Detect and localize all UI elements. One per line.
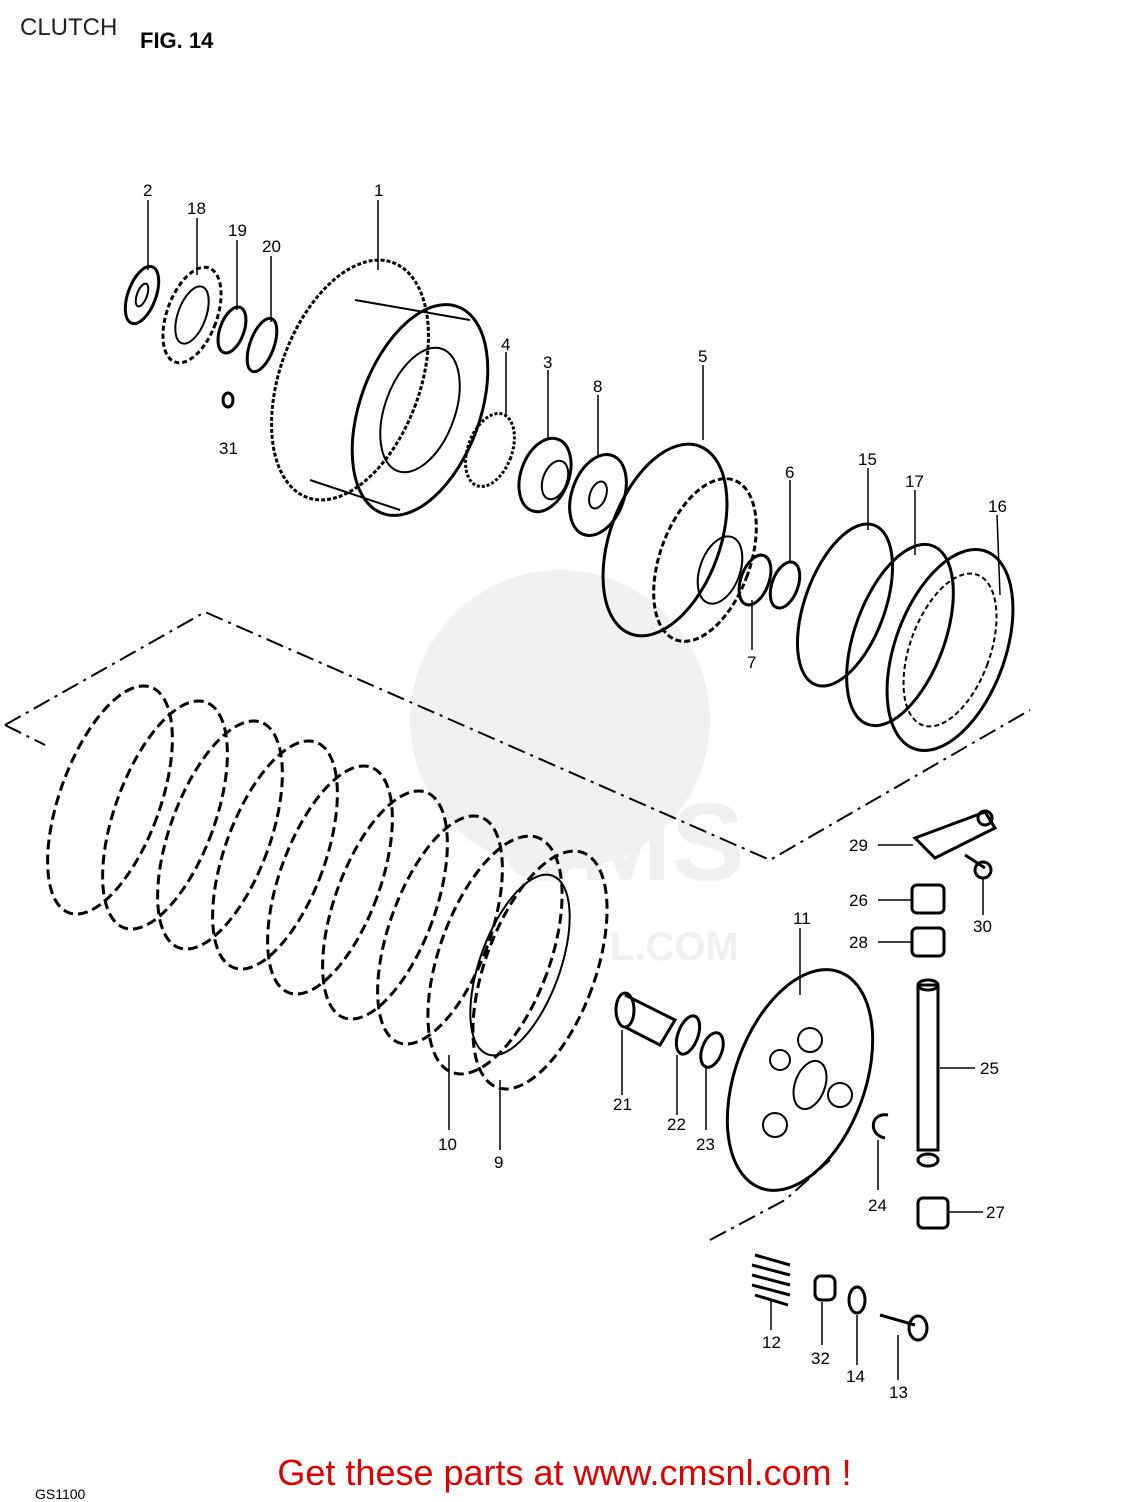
callout-19: 19 — [228, 221, 247, 240]
page-title: CLUTCH — [20, 14, 118, 41]
callout-25: 25 — [980, 1059, 999, 1078]
part-27-bearing — [916, 1196, 950, 1230]
part-18-sprocket — [161, 265, 223, 365]
part-11-pressure-plate — [725, 968, 875, 1192]
part-14-washer — [847, 1285, 867, 1315]
callout-2: 2 — [143, 181, 152, 200]
part-24-circlip — [871, 1113, 889, 1140]
callout-21: 21 — [613, 1095, 632, 1114]
callout-5: 5 — [698, 347, 707, 366]
callout-22: 22 — [667, 1115, 686, 1134]
part-17-spring-seat — [845, 542, 955, 728]
callout-26: 26 — [849, 891, 868, 910]
part-32-spacer — [813, 1274, 837, 1302]
promo-link[interactable]: Get these parts at www.cmsnl.com ! — [277, 1452, 852, 1493]
callout-1: 1 — [374, 181, 383, 200]
callout-18: 18 — [187, 199, 206, 218]
part-12-spring — [751, 1253, 791, 1307]
callout-6: 6 — [785, 463, 794, 482]
clutch-plate-stack — [46, 684, 609, 1091]
part-2-washer — [123, 264, 161, 326]
part-7-washer — [737, 553, 773, 607]
part-28-bearing — [910, 926, 946, 958]
callout-12: 12 — [762, 1333, 781, 1352]
part-21-push-piece — [614, 991, 678, 1047]
callout-16: 16 — [988, 497, 1007, 516]
part-15-wire-ring — [795, 522, 895, 688]
part-19-bearing — [216, 305, 248, 355]
figure-label: FIG. 14 — [140, 28, 214, 53]
callout-4: 4 — [501, 335, 510, 354]
part-5-clutch-hub — [601, 442, 758, 643]
callout-24: 24 — [868, 1196, 887, 1215]
part-22-bearing — [674, 1014, 702, 1056]
part-26-oil-seal — [910, 883, 946, 915]
callout-9: 9 — [494, 1153, 503, 1172]
callout-10: 10 — [438, 1135, 457, 1154]
part-25-release-shaft — [916, 978, 940, 1168]
part-3-spacer — [517, 436, 573, 514]
callout-30: 30 — [973, 917, 992, 936]
callout-32: 32 — [811, 1349, 830, 1368]
part-4-needle-bearing — [464, 412, 516, 488]
part-number-labels: 2 18 19 20 1 31 4 3 8 5 6 15 17 16 7 29 … — [143, 181, 1007, 1402]
callout-3: 3 — [543, 353, 552, 372]
callout-14: 14 — [846, 1367, 865, 1386]
part-16-plate — [885, 548, 1015, 752]
callout-28: 28 — [849, 933, 868, 952]
part-30-bolt — [964, 853, 993, 880]
part-13-bolt — [879, 1313, 929, 1342]
callout-17: 17 — [905, 472, 924, 491]
watermark-text: CMS — [500, 781, 744, 904]
leader-lines — [147, 200, 1001, 1380]
callout-13: 13 — [889, 1383, 908, 1402]
watermark-subtext: L.COM — [610, 925, 739, 969]
callout-8: 8 — [593, 377, 602, 396]
callout-27: 27 — [986, 1203, 1005, 1222]
part-1-clutch-housing — [270, 258, 490, 517]
part-29-release-lever — [912, 809, 998, 860]
callout-15: 15 — [858, 450, 877, 469]
callout-29: 29 — [849, 836, 868, 855]
callout-11: 11 — [793, 909, 811, 928]
part-23-washer — [699, 1031, 725, 1069]
part-6-nut — [768, 560, 802, 610]
callout-23: 23 — [696, 1135, 715, 1154]
callout-20: 20 — [262, 237, 281, 256]
part-20-ring — [245, 316, 279, 374]
watermark: CMS L.COM — [410, 570, 744, 969]
part-8-washer — [568, 453, 628, 537]
part-31-pin — [221, 391, 235, 409]
model-label: GS1100 — [35, 1486, 86, 1502]
callout-31: 31 — [219, 439, 238, 458]
callout-7: 7 — [747, 653, 756, 672]
